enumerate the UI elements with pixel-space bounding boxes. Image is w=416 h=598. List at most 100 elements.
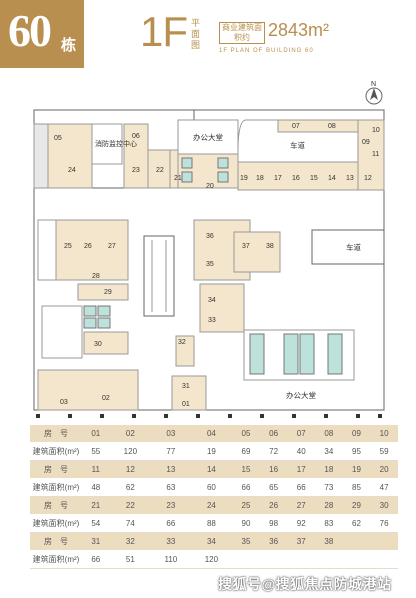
unit-label-06: 06	[132, 133, 140, 140]
area-cell: 98	[259, 514, 288, 533]
room-cell: 16	[259, 460, 288, 479]
building-badge: 60 栋	[0, 0, 84, 68]
area-cell: 62	[342, 514, 371, 533]
unit-label-10: 10	[372, 127, 380, 134]
area-cell: 59	[370, 442, 398, 461]
room-cell: 13	[151, 460, 191, 479]
unit-label-11: 11	[372, 151, 379, 158]
room-cell: 08	[315, 424, 343, 443]
room-cell: 38	[315, 532, 343, 551]
plan-subtitle: 1F PLAN OF BUILDING 60	[219, 48, 314, 54]
area-cell	[370, 550, 398, 569]
room-cell	[370, 532, 398, 551]
unit-label-05: 05	[54, 135, 62, 142]
unit-30	[83, 331, 129, 355]
room-cell: 36	[259, 532, 288, 551]
room-cell: 15	[232, 460, 260, 479]
unit-label-14: 14	[328, 175, 336, 182]
driveway-top-label: 车道	[290, 140, 305, 150]
area-cell: 120	[190, 550, 233, 569]
unit-07-08	[277, 119, 359, 133]
area-cell: 34	[315, 442, 343, 461]
room-cell: 10	[370, 424, 398, 443]
area-cell: 76	[370, 514, 398, 533]
watermark: 搜狐号@搜狐焦点防城港站	[218, 576, 392, 592]
stairs-mid	[41, 305, 83, 359]
room-cell: 21	[82, 496, 110, 515]
area-cell: 66	[232, 478, 260, 497]
area-cell: 90	[232, 514, 260, 533]
unit-29	[77, 283, 129, 301]
elevator	[299, 333, 315, 375]
driveway-mid-label: 车道	[346, 242, 361, 252]
unit-label-02: 02	[102, 395, 110, 402]
area-cell: 69	[232, 442, 260, 461]
office-lobby-top	[177, 119, 239, 155]
elevator	[97, 305, 111, 317]
area-cell: 88	[190, 514, 233, 533]
area-cell	[287, 550, 316, 569]
unit-label-13: 13	[346, 175, 354, 182]
unit-label-08: 08	[328, 123, 336, 130]
area-label-cell: 建筑面积(m²)	[30, 442, 82, 461]
room-cell: 32	[109, 532, 152, 551]
room-label-cell: 房 号	[30, 532, 82, 551]
unit-label-27: 27	[108, 243, 116, 250]
area-cell: 83	[315, 514, 343, 533]
unit-label-22: 22	[156, 167, 164, 174]
room-cell: 06	[259, 424, 288, 443]
room-cell: 37	[287, 532, 316, 551]
area-cell: 62	[109, 478, 152, 497]
area-label-cell: 建筑面积(m²)	[30, 478, 82, 497]
area-cell: 66	[151, 514, 191, 533]
room-cell: 33	[151, 532, 191, 551]
unit-label-36: 36	[206, 233, 214, 240]
unit-05-24	[47, 123, 93, 189]
unit-32	[175, 335, 195, 367]
unit-label-34: 34	[208, 297, 216, 304]
unit-label-20: 20	[206, 183, 214, 190]
fire-control-label: 消防监控中心	[95, 139, 137, 148]
room-cell: 12	[109, 460, 152, 479]
unit-label-33: 33	[208, 317, 216, 324]
corridor-left	[37, 219, 57, 281]
elevator	[97, 317, 111, 329]
unit-label-15: 15	[310, 175, 318, 182]
room-cell: 35	[232, 532, 260, 551]
column-markers	[36, 414, 382, 418]
area-cell: 54	[82, 514, 110, 533]
unit-label-38: 38	[266, 243, 274, 250]
area-label: 商业建筑面积约	[219, 22, 265, 44]
room-cell: 25	[232, 496, 260, 515]
building-unit: 栋	[61, 37, 77, 54]
area-cell	[342, 550, 371, 569]
office-hall-top-label: 办公大堂	[193, 132, 223, 142]
room-cell: 22	[109, 496, 152, 515]
elevator	[217, 171, 229, 183]
floor-label: 1F	[140, 8, 188, 55]
driveway-mid	[311, 229, 385, 265]
area-cell: 74	[109, 514, 152, 533]
room-cell: 34	[190, 532, 233, 551]
room-label-cell: 房 号	[30, 496, 82, 515]
unit-label-18: 18	[256, 175, 264, 182]
room-cell	[342, 532, 371, 551]
elevator	[83, 305, 97, 317]
unit-37-38	[233, 231, 281, 273]
area-cell: 66	[287, 478, 316, 497]
unit-label-12: 12	[364, 175, 372, 182]
unit-label-28: 28	[92, 273, 100, 280]
unit-label-09: 09	[362, 139, 370, 146]
room-cell: 09	[342, 424, 371, 443]
room-cell: 19	[342, 460, 371, 479]
room-cell: 20	[370, 460, 398, 479]
unit-label-19: 19	[240, 175, 248, 182]
area-cell: 92	[287, 514, 316, 533]
elevator	[217, 157, 229, 169]
